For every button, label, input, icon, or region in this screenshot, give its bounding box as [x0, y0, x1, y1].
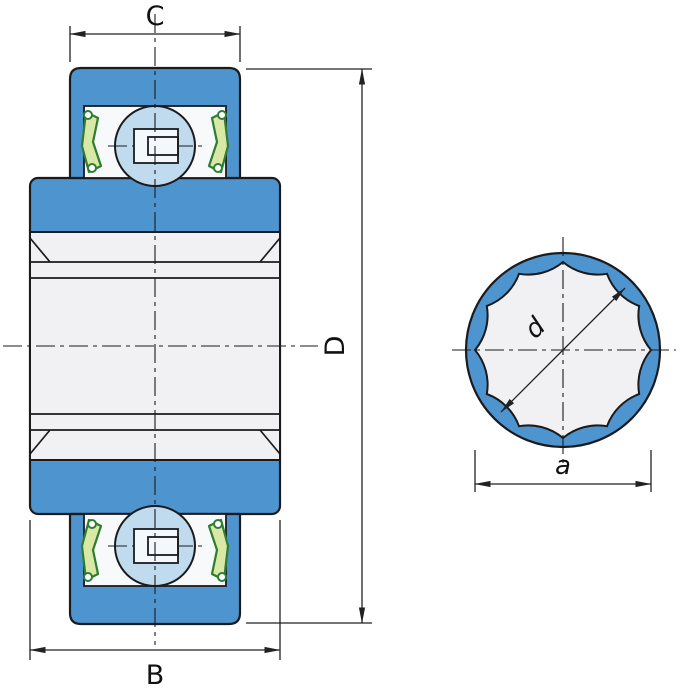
- cage-pocket: [133, 128, 179, 164]
- cage-pocket-inner: [147, 536, 179, 556]
- seal-lip-dot: [87, 163, 97, 173]
- bore-end-view: d a: [452, 237, 676, 492]
- dimension-C: C: [69, 1, 241, 62]
- bore-chamfer-line: [29, 237, 51, 263]
- cage-pocket: [133, 528, 179, 564]
- dimension-B: B: [29, 520, 281, 691]
- seal-lip-dot: [83, 110, 93, 120]
- seal-bottom-left: [80, 518, 103, 582]
- bearing-section-view: C B D: [3, 1, 372, 691]
- dimension-D: D: [246, 68, 372, 624]
- seals: [80, 110, 230, 582]
- cage-pocket-inner: [147, 136, 179, 156]
- seal-lip-dot: [87, 519, 97, 529]
- dimension-label-C: C: [146, 1, 165, 32]
- dimension-a: a: [474, 450, 652, 492]
- dimension-label-D: D: [320, 336, 351, 357]
- seal-lip-dot: [83, 572, 93, 582]
- seal-bottom-right: [207, 518, 230, 582]
- dimension-line: [500, 287, 626, 413]
- dimension-label-a: a: [555, 451, 571, 481]
- seal-lip-dot: [213, 163, 223, 173]
- seal-lip-dot: [213, 519, 223, 529]
- seal-lip-dot: [217, 110, 227, 120]
- dimension-label-B: B: [146, 660, 165, 691]
- bore-chamfer-line: [259, 237, 281, 263]
- seal-top-right: [207, 110, 230, 174]
- bore-chamfer-line: [29, 429, 51, 455]
- bore-chamfer-line: [259, 429, 281, 455]
- seal-lip-dot: [217, 572, 227, 582]
- seal-top-left: [80, 110, 103, 174]
